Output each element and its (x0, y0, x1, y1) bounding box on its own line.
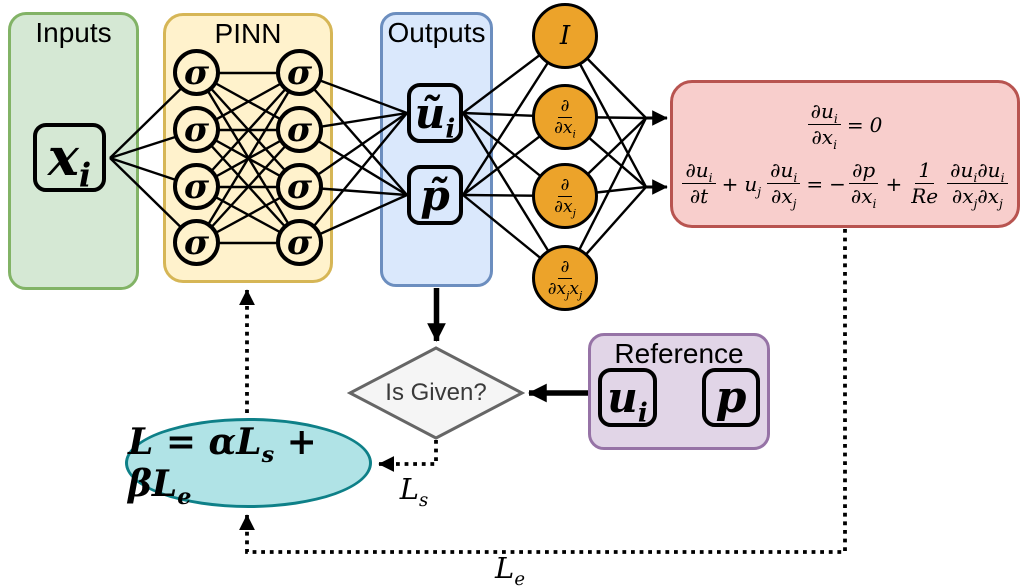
sigma-symbol: σ (286, 222, 313, 263)
sigma-symbol: σ (183, 222, 210, 263)
sigma-neuron-h2-1: σ (276, 49, 323, 96)
ls-text: Ls (399, 472, 429, 511)
sigma-symbol: σ (183, 109, 210, 150)
sigma-symbol: σ (286, 52, 313, 93)
p-tilde-symbol: p̃ (420, 170, 450, 220)
p-symbol: p (715, 372, 747, 423)
continuity-fraction: ∂ui ∂xi (807, 100, 841, 152)
operator-node-identity: I (532, 3, 598, 69)
operator-node-d-dxi: ∂ ∂xi (532, 84, 598, 150)
numerator: ∂ (557, 258, 573, 279)
denominator: ∂xj∂xj (951, 184, 1003, 211)
denominator: ∂xj (554, 196, 576, 219)
denominator: ∂xj (771, 184, 797, 211)
loss-formula: L = αLs + βLe (128, 421, 317, 511)
reynolds-fraction: 1 Re (908, 159, 941, 208)
le-edge-label: Le (478, 551, 542, 586)
pde-residual-box: ∂ui ∂xi = 0 ∂ui ∂t + uj ∂ui ∂xj = − ∂p ∂… (670, 80, 1020, 228)
diffusion-fraction: ∂ui∂ui ∂xj∂xj (947, 159, 1008, 211)
sigma-symbol: σ (183, 166, 210, 207)
sigma-neuron-h1-1: σ (173, 49, 220, 96)
sigma-neuron-h2-3: σ (276, 163, 323, 210)
numerator: ∂p (849, 159, 879, 184)
minus-sign: − (829, 171, 846, 196)
ui-symbol: ui (607, 373, 648, 429)
sigma-neuron-h2-4: σ (276, 219, 323, 266)
dpdx-fraction: ∂p ∂xi (848, 159, 880, 211)
outputs-title: Outputs (387, 17, 486, 48)
operator-node-d-dxjxj: ∂ ∂xjxj (532, 245, 598, 311)
plus-sign: + (885, 171, 903, 196)
reference-title: Reference (614, 338, 744, 369)
pde-entry-arrowheads (644, 110, 668, 195)
numerator: ∂ui (767, 159, 801, 184)
equals-sign: = (846, 112, 864, 137)
numerator: ∂ (557, 176, 573, 197)
ls-edge-label: Ls (387, 472, 441, 511)
sigma-neuron-h1-3: σ (173, 163, 220, 210)
dudt-fraction: ∂ui ∂t (682, 159, 716, 208)
dudx-fraction: ∂ui ∂xj (767, 159, 801, 211)
advection-coefficient: uj (744, 171, 762, 199)
equals-sign: = (806, 171, 824, 196)
d-dxjxj-fraction: ∂ ∂xjxj (545, 258, 586, 301)
continuity-rhs: 0 (869, 112, 883, 137)
d-dxi-fraction: ∂ ∂xi (551, 97, 579, 140)
reference-node-p: p (702, 368, 760, 427)
outputs-box: Outputs (380, 12, 493, 287)
numerator: ∂ (557, 97, 573, 118)
numerator: ∂ui (682, 159, 716, 184)
sigma-symbol: σ (286, 166, 313, 207)
continuity-numerator: ∂ui (807, 100, 841, 125)
sigma-neuron-h1-2: σ (173, 106, 220, 153)
loss-ellipse: L = αLs + βLe (125, 418, 372, 508)
pinn-title: PINN (214, 18, 282, 49)
sigma-neuron-h2-2: σ (276, 106, 323, 153)
denominator: ∂xjxj (547, 278, 583, 301)
denominator: ∂xi (850, 184, 877, 211)
ls-dotted-arrow (378, 440, 438, 472)
output-node-u-tilde: ũi (407, 83, 463, 143)
input-node-xi: xi (33, 123, 106, 192)
identity-symbol: I (559, 21, 571, 51)
sigma-symbol: σ (286, 109, 313, 150)
denominator: Re (911, 184, 939, 208)
numerator: 1 (915, 159, 935, 184)
continuity-denominator: ∂xi (811, 125, 838, 152)
sigma-neuron-h1-4: σ (173, 219, 220, 266)
inputs-title: Inputs (35, 17, 112, 48)
denominator: ∂t (689, 184, 709, 208)
operator-node-d-dxj: ∂ ∂xj (532, 163, 598, 229)
plus-sign: + (721, 171, 739, 196)
le-text: Le (495, 551, 525, 586)
reference-node-ui: ui (598, 368, 657, 427)
continuity-equation: ∂ui ∂xi = 0 (807, 100, 883, 152)
d-dxj-fraction: ∂ ∂xj (551, 176, 579, 219)
operator-to-pde-connections (563, 35, 648, 279)
output-node-p-tilde: p̃ (407, 165, 463, 225)
numerator: ∂ui∂ui (947, 159, 1008, 184)
momentum-equation: ∂ui ∂t + uj ∂ui ∂xj = − ∂p ∂xi + 1 Re ∂u… (682, 159, 1008, 211)
decision-label: Is Given? (385, 379, 487, 406)
sigma-symbol: σ (183, 52, 210, 93)
denominator: ∂xi (554, 117, 576, 140)
xi-symbol: xi (47, 127, 92, 195)
is-given-decision-diamond: Is Given? (346, 346, 526, 440)
u-tilde-symbol: ũi (414, 88, 456, 144)
